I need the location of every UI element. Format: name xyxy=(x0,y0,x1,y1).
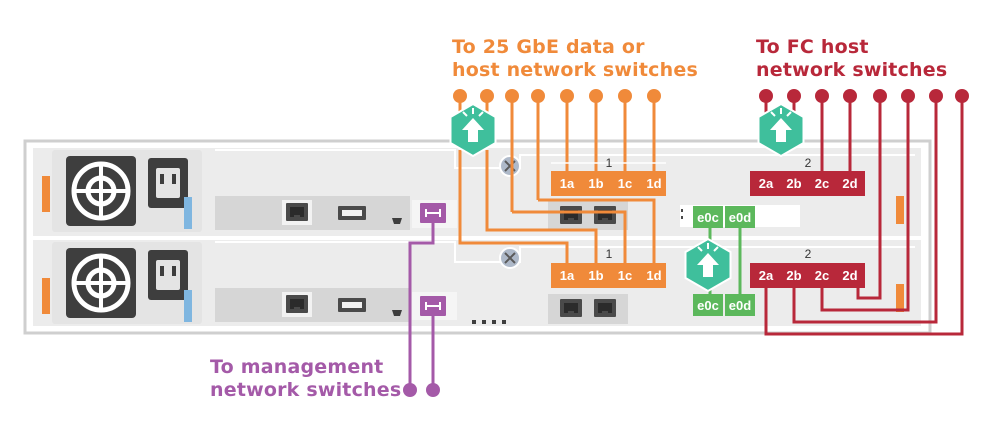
management-switches-label: To management network switches xyxy=(210,356,401,402)
micro-usb-icon xyxy=(392,218,402,224)
port-1c-bottom[interactable]: 1c xyxy=(618,268,632,283)
port-2a-top[interactable]: 2a xyxy=(759,176,774,191)
data-cables xyxy=(458,96,656,266)
fc-switches-label-line1: To FC host xyxy=(756,36,869,58)
port-2d-bottom[interactable]: 2d xyxy=(842,268,857,283)
power-supply-bottom xyxy=(42,242,202,324)
micro-usb-icon xyxy=(392,310,402,316)
management-endpoints xyxy=(403,383,440,397)
port-1a-top[interactable]: 1a xyxy=(560,176,575,191)
data-switches-label-line2: host network switches xyxy=(452,59,698,81)
rj45-port-icon[interactable] xyxy=(594,206,616,224)
dots-indicator xyxy=(472,320,506,324)
usb-port-icon[interactable] xyxy=(338,206,366,220)
fc-switches-label: To FC host network switches xyxy=(756,36,947,82)
port-1a-bottom[interactable]: 1a xyxy=(560,268,575,283)
release-tab-top xyxy=(896,196,904,224)
port-1c-top[interactable]: 1c xyxy=(618,176,632,191)
rj45-port-icon[interactable] xyxy=(286,295,308,313)
management-switches-label-line1: To management xyxy=(210,356,384,378)
power-inlet-icon xyxy=(148,250,188,300)
port-2b-bottom[interactable]: 2b xyxy=(786,268,801,283)
port-e0c-top[interactable]: e0c xyxy=(697,210,719,225)
fc-cables xyxy=(764,96,964,336)
wrench-port-icon[interactable] xyxy=(420,203,446,223)
port-e0d-bottom[interactable]: e0d xyxy=(729,298,751,313)
port-e0c-bottom[interactable]: e0c xyxy=(697,298,719,313)
fan-icon xyxy=(66,156,136,226)
management-switches-label-line2: network switches xyxy=(210,379,402,401)
port-2d-top[interactable]: 2d xyxy=(842,176,857,191)
rj45-port-icon[interactable] xyxy=(560,206,582,224)
fc-switches-label-line2: network switches xyxy=(756,59,948,81)
slot2-bottom xyxy=(750,263,865,288)
port-1d-bottom[interactable]: 1d xyxy=(646,268,661,283)
rj45-port-icon[interactable] xyxy=(594,299,616,317)
slot-number-2-top: 2 xyxy=(805,156,812,170)
data-endpoints xyxy=(453,89,661,103)
port-1b-bottom[interactable]: 1b xyxy=(588,268,603,283)
port-1b-top[interactable]: 1b xyxy=(588,176,603,191)
usb-port-icon[interactable] xyxy=(338,298,366,312)
slot-number-2-bottom: 2 xyxy=(805,247,812,261)
slot1-bottom xyxy=(551,263,666,288)
fan-icon xyxy=(66,248,136,318)
thumbscrew-icon xyxy=(499,155,521,177)
management-cables xyxy=(408,216,435,390)
slot2-top xyxy=(750,171,865,196)
port-e0d-top[interactable]: e0d xyxy=(729,210,751,225)
data-switches-label-line1: To 25 GbE data or xyxy=(452,36,645,58)
port-2c-bottom[interactable]: 2c xyxy=(815,268,829,283)
slot1-top xyxy=(551,162,666,196)
port-2a-bottom[interactable]: 2a xyxy=(759,268,774,283)
power-inlet-icon xyxy=(148,158,188,208)
slot-number-1-top: 1 xyxy=(606,156,613,170)
slot-number-1-bottom: 1 xyxy=(606,247,613,261)
port-1d-top[interactable]: 1d xyxy=(646,176,661,191)
power-supply-top xyxy=(42,150,202,232)
fc-endpoints xyxy=(759,89,969,103)
wrench-port-icon[interactable] xyxy=(420,296,446,316)
port-2c-top[interactable]: 2c xyxy=(815,176,829,191)
release-tab-bottom xyxy=(896,284,904,312)
data-switches-label: To 25 GbE data or host network switches xyxy=(452,36,698,82)
rj45-port-icon[interactable] xyxy=(286,203,308,221)
rj45-port-icon[interactable] xyxy=(560,299,582,317)
cluster-ports-bottom xyxy=(693,294,755,316)
thumbscrew-icon xyxy=(499,247,521,269)
port-2b-top[interactable]: 2b xyxy=(786,176,801,191)
cluster-ports-top xyxy=(693,206,755,228)
